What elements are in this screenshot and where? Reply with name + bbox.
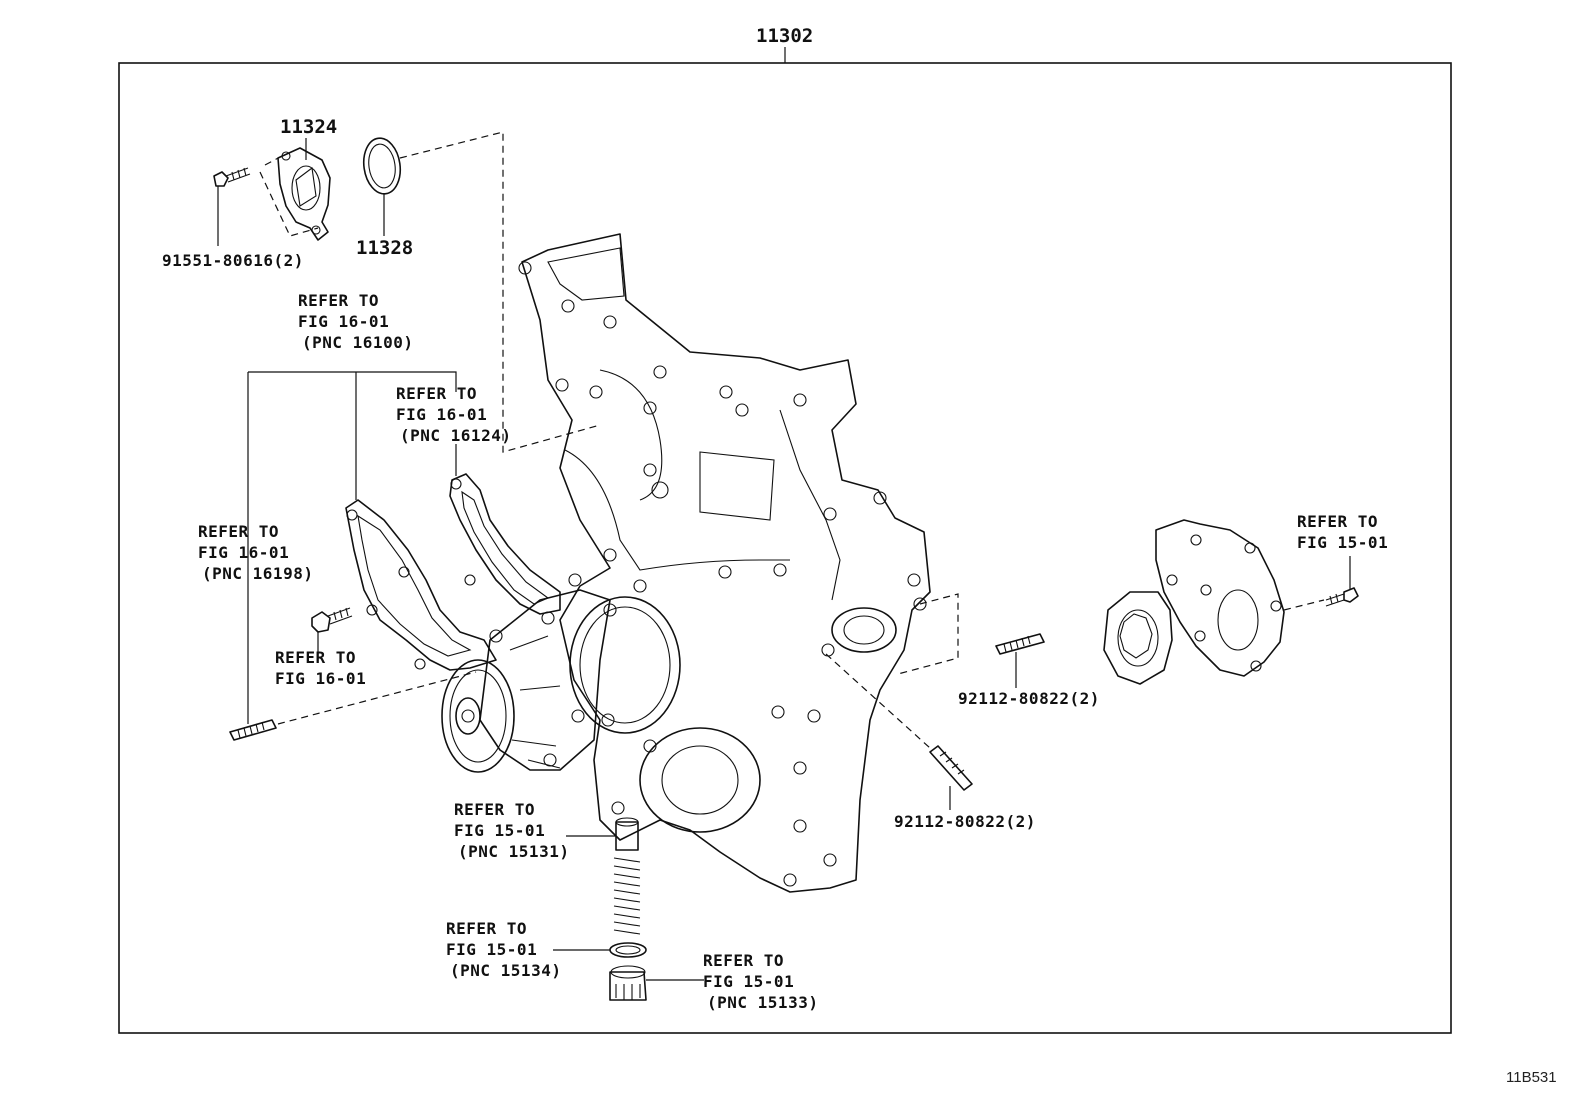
label-stud-lower[interactable]: 92112-80822(2) (894, 812, 1036, 831)
ref-16198-line1[interactable]: REFER TO (198, 522, 279, 541)
part-11324-plate[interactable] (259, 147, 331, 241)
dashed-stud-to-pump (277, 671, 477, 725)
ref-15133-line2[interactable]: FIG 15-01 (703, 972, 794, 991)
ref-15134-line2[interactable]: FIG 15-01 (446, 940, 537, 959)
ref-16124-line2[interactable]: FIG 16-01 (396, 405, 487, 424)
oil-pump-cover-plate[interactable] (1155, 519, 1285, 677)
ref-bolt-line2[interactable]: FIG 16-01 (275, 669, 366, 688)
ref-15131-line2[interactable]: FIG 15-01 (454, 821, 545, 840)
diagram-id: 11B531 (1506, 1069, 1557, 1086)
assembly-frame (118, 62, 1452, 1034)
dashed-stud-lower (825, 653, 931, 749)
oil-pump-rotor[interactable] (1103, 591, 1173, 685)
ref-16100-line3[interactable]: (PNC 16100) (302, 333, 413, 352)
ref-15131-line1[interactable]: REFER TO (454, 800, 535, 819)
relief-valve-spring[interactable] (613, 857, 641, 935)
label-stud-right[interactable]: 92112-80822(2) (958, 689, 1100, 708)
ref-16100-line2[interactable]: FIG 16-01 (298, 312, 389, 331)
assembly-part-number[interactable]: 11302 (756, 25, 813, 47)
ref-15133-line1[interactable]: REFER TO (703, 951, 784, 970)
relief-valve-plug[interactable] (609, 965, 647, 1001)
ref-16124-line3[interactable]: (PNC 16124) (400, 426, 511, 445)
dashed-bolt-to-pump (1283, 599, 1325, 611)
bolt-91551-icon[interactable] (213, 167, 251, 187)
ref-15134-line3[interactable]: (PNC 15134) (450, 961, 561, 980)
stud-right-icon[interactable] (995, 633, 1045, 655)
ref-15131-line3[interactable]: (PNC 15131) (458, 842, 569, 861)
dashed-stud-right-frame (897, 593, 959, 675)
ref-16198-line3[interactable]: (PNC 16198) (202, 564, 313, 583)
dashed-oring-to-cover (399, 131, 601, 453)
ref-15134-line1[interactable]: REFER TO (446, 919, 527, 938)
leader-16100 (248, 371, 457, 500)
label-11324[interactable]: 11324 (280, 116, 337, 138)
ref-16198-line2[interactable]: FIG 16-01 (198, 543, 289, 562)
ref-right-line1[interactable]: REFER TO (1297, 512, 1378, 531)
label-11328[interactable]: 11328 (356, 237, 413, 259)
timing-cover-body[interactable] (518, 233, 931, 893)
ref-15133-line3[interactable]: (PNC 15133) (707, 993, 818, 1012)
stud-lower-icon[interactable] (929, 745, 973, 791)
gasket-16100[interactable] (345, 499, 497, 671)
ref-16100-line1[interactable]: REFER TO (298, 291, 379, 310)
relief-valve-gasket[interactable] (609, 942, 647, 958)
stud-left-icon[interactable] (229, 719, 277, 741)
oil-pump-bolt-icon[interactable] (1325, 587, 1359, 607)
pump-bolt-icon[interactable] (311, 607, 353, 633)
ref-bolt-line1[interactable]: REFER TO (275, 648, 356, 667)
gasket-16124[interactable] (449, 473, 561, 615)
part-11328-o-ring[interactable] (360, 136, 403, 196)
ref-right-line2[interactable]: FIG 15-01 (1297, 533, 1388, 552)
relief-valve-plunger[interactable] (615, 817, 639, 851)
label-91551-80616[interactable]: 91551-80616(2) (162, 251, 304, 270)
ref-16124-line1[interactable]: REFER TO (396, 384, 477, 403)
water-pump[interactable] (441, 589, 611, 773)
